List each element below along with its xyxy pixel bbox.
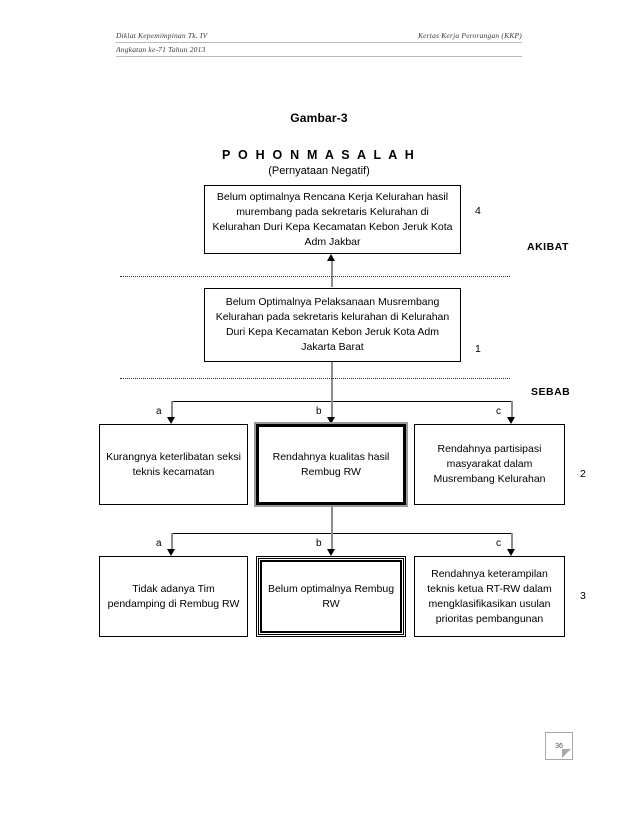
- arrowhead-row2-a: [167, 417, 175, 424]
- level-number-4: 4: [475, 205, 481, 217]
- box-row3-b: Belum optimalnya Rembug RW: [256, 556, 406, 637]
- branch-letter-row3-a: a: [156, 538, 162, 549]
- branch-letter-row2-a: a: [156, 406, 162, 417]
- level-number-1: 1: [475, 343, 481, 355]
- divider-sebab: [120, 378, 510, 379]
- branch-letter-row3-b: b: [316, 538, 322, 549]
- header-right-line1: Kertas Kerja Perorangan (KKP): [417, 31, 522, 40]
- header-rule-top: [116, 42, 522, 43]
- box-row3-b-text: Belum optimalnya Rembug RW: [267, 582, 395, 610]
- box-row2-b-text: Rendahnya kualitas hasil Rembug RW: [272, 450, 390, 478]
- label-sebab: SEBAB: [531, 386, 571, 398]
- label-akibat: AKIBAT: [527, 241, 569, 253]
- branch-drop-row2-a: [171, 401, 173, 419]
- branch-letter-row2-c: c: [496, 406, 501, 417]
- tree-title: P O H O N M A S A L A H: [222, 148, 416, 162]
- branch-drop-row2-c: [511, 401, 513, 419]
- branch-drop-row3-a: [171, 533, 173, 551]
- box-row2-b: Rendahnya kualitas hasil Rembug RW: [254, 422, 408, 507]
- box-row3-a-text: Tidak adanya Tim pendamping di Rembug RW: [107, 582, 240, 610]
- branch-drop-row2-b: [331, 401, 333, 419]
- box-row2-a-text: Kurangnya keterlibatan seksi teknis keca…: [106, 450, 241, 478]
- level-number-3: 3: [580, 590, 586, 602]
- figure-title: Gambar-3: [290, 111, 348, 125]
- divider-akibat: [120, 276, 510, 277]
- branch-drop-row3-b: [331, 533, 333, 551]
- branch-bar-row2: [172, 401, 512, 402]
- page-badge-fold-icon: [562, 749, 571, 758]
- box-row3-a: Tidak adanya Tim pendamping di Rembug RW: [99, 556, 248, 637]
- page-number-badge: 36: [545, 732, 573, 760]
- header-rule-bottom: [116, 56, 522, 57]
- box-row3-c-text: Rendahnya keterampilan teknis ketua RT-R…: [427, 567, 552, 625]
- connector-core-to-row2: [331, 362, 333, 401]
- page-number-text: 36: [555, 742, 563, 750]
- box-effect-level4-text: Belum optimalnya Rencana Kerja Kelurahan…: [212, 190, 453, 248]
- header-left-line1: Diklat Kepemimpinan Tk. IV: [116, 31, 208, 40]
- box-effect-level4: Belum optimalnya Rencana Kerja Kelurahan…: [204, 185, 461, 254]
- box-core-problem-text: Belum Optimalnya Pelaksanaan Musrembang …: [215, 296, 450, 353]
- level-number-2: 2: [580, 468, 586, 480]
- box-row2-c-text: Rendahnya partisipasi masyarakat dalam M…: [433, 443, 546, 485]
- branch-drop-row3-c: [511, 533, 513, 551]
- connector-core-to-effect: [331, 261, 333, 287]
- branch-letter-row3-c: c: [496, 538, 501, 549]
- arrowhead-row3-a: [167, 549, 175, 556]
- arrowhead-row3-b: [327, 549, 335, 556]
- box-core-problem: Belum Optimalnya Pelaksanaan Musrembang …: [204, 288, 461, 362]
- arrowhead-core-to-effect: [327, 254, 335, 261]
- arrowhead-row2-b: [327, 417, 335, 424]
- box-row2-c: Rendahnya partisipasi masyarakat dalam M…: [414, 424, 565, 505]
- arrowhead-row2-c: [507, 417, 515, 424]
- box-row2-a: Kurangnya keterlibatan seksi teknis keca…: [99, 424, 248, 505]
- box-row3-c: Rendahnya keterampilan teknis ketua RT-R…: [414, 556, 565, 637]
- branch-letter-row2-b: b: [316, 406, 322, 417]
- tree-subtitle: (Pernyataan Negatif): [268, 165, 370, 177]
- connector-row2b-to-row3: [331, 506, 333, 533]
- arrowhead-row3-c: [507, 549, 515, 556]
- header-left-line2: Angkatan ke-71 Tahun 2013: [116, 45, 206, 54]
- branch-bar-row3: [172, 533, 512, 534]
